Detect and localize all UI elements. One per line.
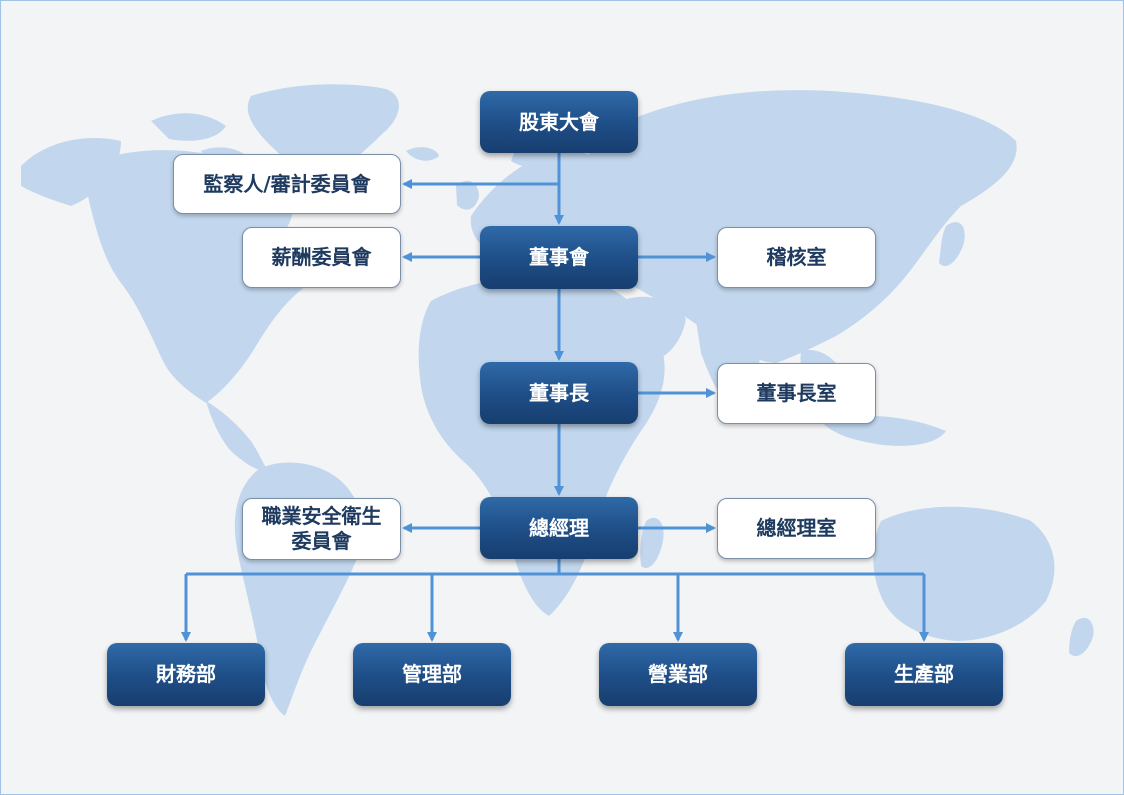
- node-audit-office: 稽核室: [717, 227, 876, 288]
- node-supervisors-audit-committee: 監察人/審計委員會: [173, 154, 401, 214]
- node-board-of-directors: 董事會: [480, 226, 638, 289]
- node-management-dept: 管理部: [353, 643, 511, 706]
- node-president: 總經理: [480, 497, 638, 559]
- node-osh-committee-line1: 職業安全衛生: [261, 504, 382, 528]
- node-osh-committee: 職業安全衛生 委員會: [242, 498, 401, 560]
- node-president-office: 總經理室: [717, 498, 876, 559]
- node-finance-dept: 財務部: [107, 643, 265, 706]
- node-production-dept: 生產部: [845, 643, 1003, 706]
- node-chairman-office: 董事長室: [717, 363, 876, 424]
- node-shareholders-meeting: 股東大會: [480, 91, 638, 153]
- node-osh-committee-line2: 委員會: [291, 529, 352, 553]
- node-sales-dept: 營業部: [599, 643, 757, 706]
- node-compensation-committee: 薪酬委員會: [242, 227, 401, 288]
- node-chairman: 董事長: [480, 362, 638, 424]
